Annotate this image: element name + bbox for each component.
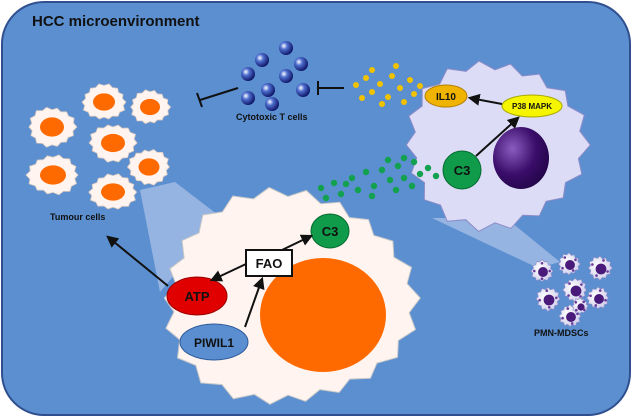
- cytotoxic-t-cells-label: Cytotoxic T cells: [236, 112, 308, 122]
- pmn-mdscs-label: PMN-MDSCs: [534, 328, 589, 338]
- t-cell: [296, 83, 310, 97]
- il10-dot: [385, 94, 391, 100]
- cytotoxic-t-cell-cluster: [241, 41, 310, 111]
- c3-secretion-dots: [317, 154, 440, 202]
- c3-dot: [348, 174, 356, 182]
- c3-dot: [432, 172, 440, 180]
- il10-dot: [397, 85, 403, 91]
- svg-text:IL10: IL10: [436, 92, 456, 103]
- arrow-piwil1-to-fao: [244, 276, 265, 328]
- tumour-cell: [126, 149, 170, 186]
- c3-dot: [342, 180, 350, 188]
- il10-dot: [417, 83, 423, 89]
- zoom-beam-tumour: [140, 182, 222, 292]
- mdsc-nucleus: [493, 127, 549, 189]
- il10-dot: [393, 63, 399, 69]
- c3-dot: [424, 164, 432, 172]
- small-pmn-mdsc: [562, 277, 588, 303]
- t-cell: [261, 83, 275, 97]
- il10-dot: [353, 82, 359, 88]
- c3-dot: [392, 186, 400, 194]
- il10-dot: [401, 99, 407, 105]
- il10-dot: [363, 75, 369, 81]
- t-cell: [241, 91, 255, 105]
- c3-dot: [362, 168, 370, 176]
- il10-dot: [379, 101, 385, 107]
- diagram-title: HCC microenvironment: [32, 13, 200, 30]
- t-cell: [265, 97, 279, 111]
- arrow-fao-to-atp: [209, 263, 247, 282]
- t-cell: [294, 57, 308, 71]
- arrow-c3-to-p38: [475, 116, 520, 157]
- small-pmn-mdsc: [535, 287, 561, 312]
- c3-dot: [337, 190, 345, 198]
- c3-dot: [386, 176, 394, 184]
- il10-dot: [389, 73, 395, 79]
- svg-text:C3: C3: [454, 163, 471, 178]
- il10-node: IL10: [424, 84, 468, 108]
- inhibition-t-to-tumour: [196, 87, 239, 108]
- tumour-cell: [88, 173, 138, 210]
- small-pmn-mdsc: [586, 286, 610, 310]
- tumour-cell: [81, 83, 127, 120]
- il10-dot: [411, 91, 417, 97]
- c3-dot: [416, 170, 424, 178]
- svg-text:PIWIL1: PIWIL1: [194, 336, 234, 350]
- p38-mapk-node: P38 MAPK: [501, 94, 563, 118]
- c3-dot: [384, 156, 392, 164]
- tumour-cell: [88, 124, 138, 163]
- c3-dot: [408, 182, 416, 190]
- il10-dot: [407, 77, 413, 83]
- svg-text:P38 MAPK: P38 MAPK: [512, 102, 552, 111]
- tumour-cell: [28, 106, 78, 148]
- il10-dot: [369, 89, 375, 95]
- atp-node: ATP: [166, 276, 228, 316]
- c3-dot: [354, 186, 362, 194]
- tumour-cell: [130, 89, 172, 125]
- tumour-nucleus: [260, 258, 386, 372]
- arrow-p38-to-il10: [467, 93, 503, 106]
- c3-dot: [400, 154, 408, 162]
- t-cell: [241, 67, 255, 81]
- zoom-beam-mdsc: [432, 218, 560, 268]
- svg-text:ATP: ATP: [184, 289, 209, 304]
- small-pmn-mdsc: [530, 259, 554, 283]
- t-cell: [279, 69, 293, 83]
- il10-dot: [369, 67, 375, 73]
- t-cell: [255, 53, 269, 67]
- c3-dot: [322, 194, 330, 202]
- c3-dot: [378, 166, 386, 174]
- c3-dot: [330, 179, 338, 187]
- small-pmn-mdsc: [587, 255, 613, 281]
- c3-dot: [317, 184, 325, 192]
- small-pmn-mdsc-cluster: [530, 252, 613, 328]
- arrow-fao-to-c3: [281, 234, 314, 251]
- c3-dot: [400, 174, 408, 182]
- small-pmn-mdsc: [571, 297, 589, 315]
- c3-dot: [410, 158, 418, 166]
- t-cell: [279, 41, 293, 55]
- svg-text:C3: C3: [322, 224, 339, 239]
- svg-text:FAO: FAO: [256, 256, 283, 271]
- c3-dot: [370, 182, 378, 190]
- il10-secretion-dots: [353, 63, 423, 107]
- il10-dot: [359, 95, 365, 101]
- fao-node: FAO: [245, 249, 293, 277]
- c3-dot: [368, 192, 376, 200]
- il10-dot: [377, 81, 383, 87]
- tumour-cell-cluster: [25, 83, 172, 210]
- arrow-atp-to-tumour-cells: [106, 235, 169, 287]
- c3-dot: [394, 162, 402, 170]
- tumour-cell: [25, 154, 79, 196]
- inhibition-il10-to-t: [317, 81, 344, 95]
- c3-node-mdsc: C3: [442, 150, 482, 190]
- piwil1-node: PIWIL1: [179, 323, 249, 361]
- c3-node-tumour: C3: [310, 213, 350, 249]
- small-pmn-mdsc: [557, 252, 581, 276]
- tumour-cells-label: Tumour cells: [50, 212, 105, 222]
